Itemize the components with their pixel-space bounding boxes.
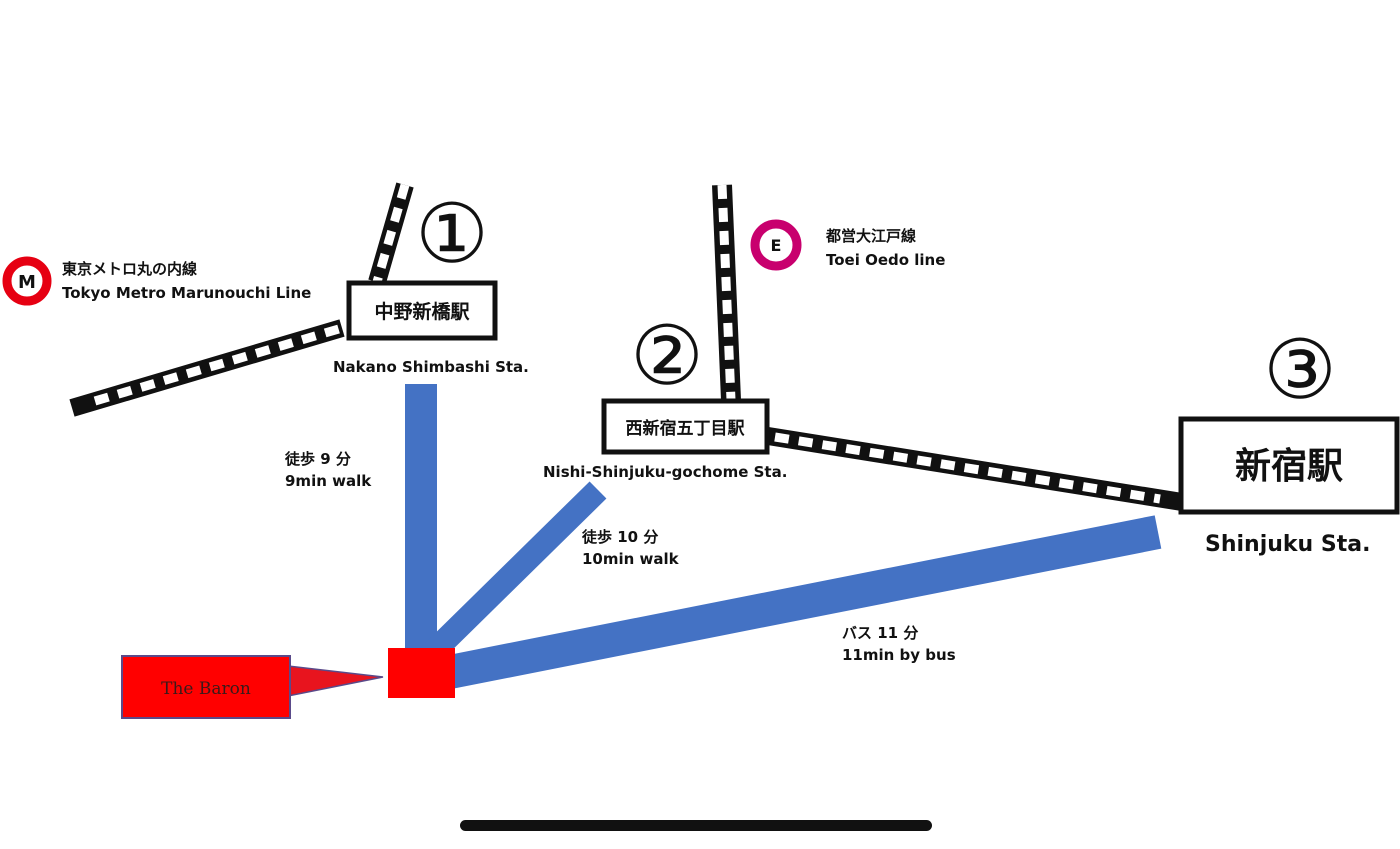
station-box-3: [1178, 416, 1400, 515]
route-3-en: 11min by bus: [842, 646, 956, 664]
bus-route: [446, 515, 1162, 689]
walk-route-2: [416, 481, 607, 669]
oedo-name-en: Toei Oedo line: [826, 251, 945, 269]
marunouchi-name-en: Tokyo Metro Marunouchi Line: [62, 284, 311, 302]
marunouchi-name-ja: 東京メトロ丸の内線: [62, 260, 197, 278]
route-2-ja: 徒歩 10 分: [581, 528, 658, 546]
station-1-name-en: Nakano Shimbashi Sta.: [333, 358, 529, 376]
hotel-name: The Baron: [161, 679, 251, 699]
station-3-name-ja: 新宿駅: [1235, 446, 1343, 487]
station-2-number: ②: [630, 309, 704, 404]
route-1-en: 9min walk: [285, 472, 372, 490]
marunouchi-line-track: [69, 182, 414, 417]
oedo-line-track: [712, 184, 1184, 511]
home-indicator[interactable]: [460, 820, 932, 831]
station-3-number: ③: [1263, 323, 1337, 418]
station-2-name-ja: 西新宿五丁目駅: [626, 418, 746, 439]
station-3-name-en: Shinjuku Sta.: [1205, 532, 1370, 557]
oedo-e-icon: [750, 219, 802, 271]
routes: [405, 384, 1162, 689]
route-1-ja: 徒歩 9 分: [284, 450, 351, 468]
metro-m-icon: [2, 256, 52, 306]
station-box-2: [601, 398, 770, 455]
station-2-name-en: Nishi-Shinjuku-gochome Sta.: [543, 463, 787, 481]
station-box-1: [346, 280, 498, 341]
route-3-ja: バス 11 分: [842, 624, 918, 642]
hotel-callout: [121, 655, 291, 719]
station-1-name-ja: 中野新橋駅: [374, 300, 470, 323]
oedo-e-letter: E: [771, 236, 782, 255]
metro-m-letter: M: [18, 272, 36, 293]
hotel-callout-pointer: [287, 665, 384, 697]
hotel-marker: [388, 648, 455, 698]
oedo-name-ja: 都営大江戸線: [825, 227, 916, 245]
station-1-number: ①: [415, 187, 489, 282]
walk-route-1: [405, 384, 437, 654]
route-2-en: 10min walk: [582, 550, 680, 568]
